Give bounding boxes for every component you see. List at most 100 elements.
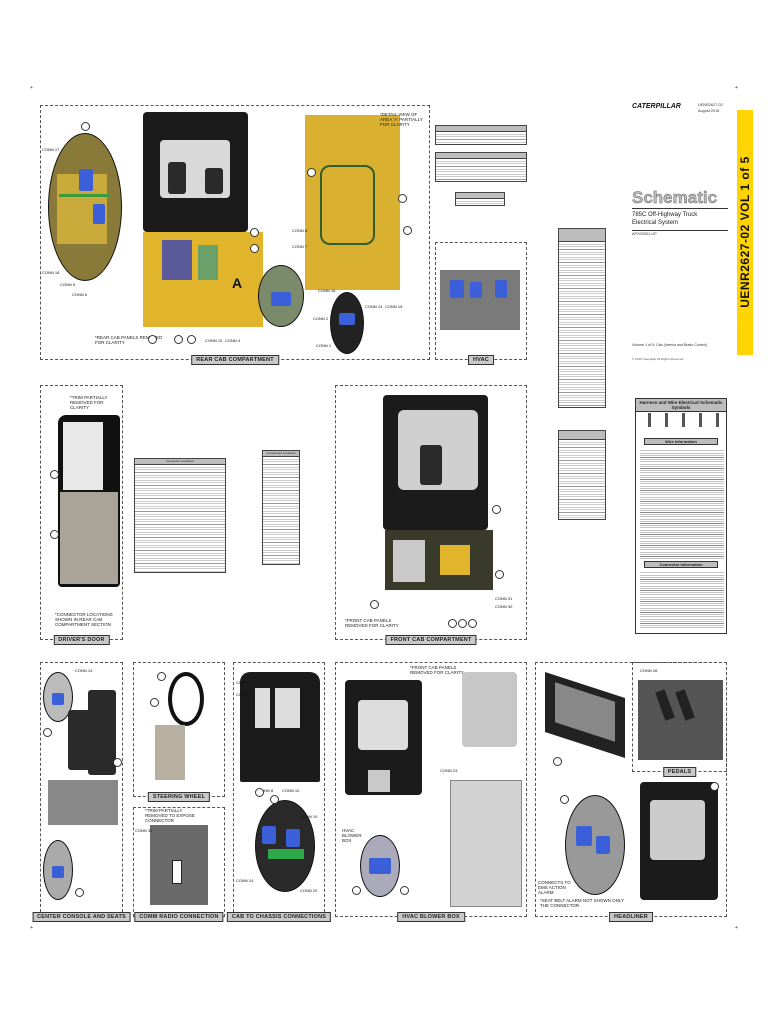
panel-label: HVAC BLOWER BOX [397, 912, 465, 922]
callout [448, 619, 457, 628]
table-top-3 [455, 192, 505, 206]
connector-label: CONN 24 [236, 878, 254, 883]
connector-label: CONN 17 [42, 147, 60, 152]
steering-column [155, 725, 185, 780]
callout [468, 619, 477, 628]
callout [710, 782, 719, 791]
callout [250, 244, 259, 253]
panel-label: STEERING WHEEL [147, 792, 211, 802]
doc-subtitle-1: 785C Off-Highway Truck [632, 212, 698, 218]
console [48, 780, 118, 825]
callout [157, 672, 166, 681]
panel-label: CENTER CONSOLE AND SEATS [32, 912, 131, 922]
blower-box-bottom [450, 780, 522, 907]
crop-mark: + [30, 85, 33, 91]
brand-logo: CATERPILLAR [632, 103, 681, 110]
note: HVAC BLOWER BOX [342, 828, 362, 843]
callout [187, 335, 196, 344]
legend-section: Wire Information [644, 438, 718, 445]
legend-symbols [642, 413, 722, 427]
connector-label: CONN 30 [495, 604, 513, 609]
panel-label: CAB TO CHASSIS CONNECTIONS [226, 912, 332, 922]
note: *TRIM PARTIALLY REMOVED FOR CLARITY [70, 395, 108, 410]
connector-label: CONN 16 [318, 288, 336, 293]
panel-headliner: HEADLINER [535, 662, 727, 922]
callout [307, 168, 316, 177]
note: *DETAIL VIEW OF AREA 'A' PARTIALLY FOR C… [380, 112, 423, 127]
divider [632, 208, 728, 209]
crop-mark: + [30, 925, 33, 931]
connector-label: CONN 23 [440, 768, 458, 773]
callout [495, 570, 504, 579]
connector-label: CONN 2 [313, 316, 329, 321]
connector-label: CONN 15 [385, 304, 403, 309]
callout [400, 886, 409, 895]
table-title: Connector Locations [135, 459, 225, 465]
legend-text [640, 571, 724, 629]
detail-circle-a [258, 265, 304, 327]
detail-circle [255, 800, 315, 892]
table-top-1 [435, 125, 527, 145]
connector-label: CONN 6 [72, 292, 88, 297]
connector-label: CONN 14 [365, 304, 383, 309]
callout [352, 886, 361, 895]
copyright: © 2016 Caterpillar All Rights Reserved [632, 357, 684, 361]
connector-label: CONN 7 [292, 244, 308, 249]
volume-note: Volume 1 of 5: Cab (Interior and Brake C… [632, 343, 708, 347]
callout [270, 795, 279, 804]
detail-marker: A [232, 275, 243, 291]
connector-label: CONN 10 [282, 788, 300, 793]
callout [150, 698, 159, 707]
doc-subtitle-2: Electrical System [632, 220, 679, 226]
note: *CONNECTOR LOCATIONS SHOWN IN REAR CAB C… [55, 612, 113, 627]
note: *FRONT CAB PANELS REMOVED FOR CLARITY [410, 665, 464, 675]
panel-drivers-door: DRIVER'S DOOR [40, 385, 123, 645]
volume-sidebar [737, 110, 753, 355]
crop-mark: + [735, 925, 738, 931]
connector-label: CONN 8 [292, 228, 308, 233]
detail-circle-bottom [330, 292, 364, 354]
detail-circle [565, 795, 625, 895]
connector-label: CONN 4 [225, 338, 241, 343]
connector-label: CONN 1 [316, 343, 332, 348]
callout [398, 194, 407, 203]
panel-cab-chassis: CAB TO CHASSIS CONNECTIONS [226, 662, 332, 922]
panel-front-cab: FRONT CAB COMPARTMENT [335, 385, 527, 645]
legend-title: Harness and Wire Electrical Schematic Sy… [636, 399, 726, 412]
panel-label: COMM RADIO CONNECTION [134, 912, 224, 922]
blower-box-top [462, 672, 517, 747]
legend-section: Connector Information [644, 561, 718, 568]
connector-label: CONN 19 [300, 814, 318, 819]
divider [632, 230, 728, 231]
callout [174, 335, 183, 344]
panel-label: FRONT CAB COMPARTMENT [385, 635, 477, 645]
panel-hvac: HVAC [435, 242, 527, 365]
panel-label: HVAC [468, 355, 494, 365]
connector-label: CONN 32 [135, 828, 153, 833]
callout [75, 888, 84, 897]
note: *REAR CAB PANELS REMOVED FOR CLARITY [95, 335, 163, 345]
callout [113, 758, 122, 767]
panel-rear-cab: REAR CAB COMPARTMENT [40, 105, 430, 365]
seat [68, 710, 90, 770]
connector-label: CONN 11 [236, 692, 254, 697]
panel-label: DRIVER'S DOOR [53, 635, 110, 645]
symbol-legend: Harness and Wire Electrical Schematic Sy… [635, 398, 727, 634]
connector-label: CONN 20 [300, 888, 318, 893]
table-long [558, 228, 606, 408]
connector-label: CONN 31 [495, 596, 513, 601]
callout [148, 335, 157, 344]
doc-title: Schematic [632, 188, 718, 208]
connector-label: CONN 12 [205, 338, 223, 343]
hvac-unit [440, 270, 520, 330]
doc-date: August 2016 [698, 109, 720, 113]
callout [553, 757, 562, 766]
sidebar-text: UENR2627-02 VOL 1 of 5 [738, 156, 752, 308]
callout [43, 728, 52, 737]
callout [492, 505, 501, 514]
detail-circle [43, 840, 73, 900]
connector-label: CONN 26 [640, 668, 658, 673]
note: *TRIM PARTIALLY REMOVED TO EXPOSE CONNEC… [145, 808, 195, 823]
panel-label: PEDALS [662, 767, 697, 777]
table-connector-locations: Connector Locations [134, 458, 226, 573]
